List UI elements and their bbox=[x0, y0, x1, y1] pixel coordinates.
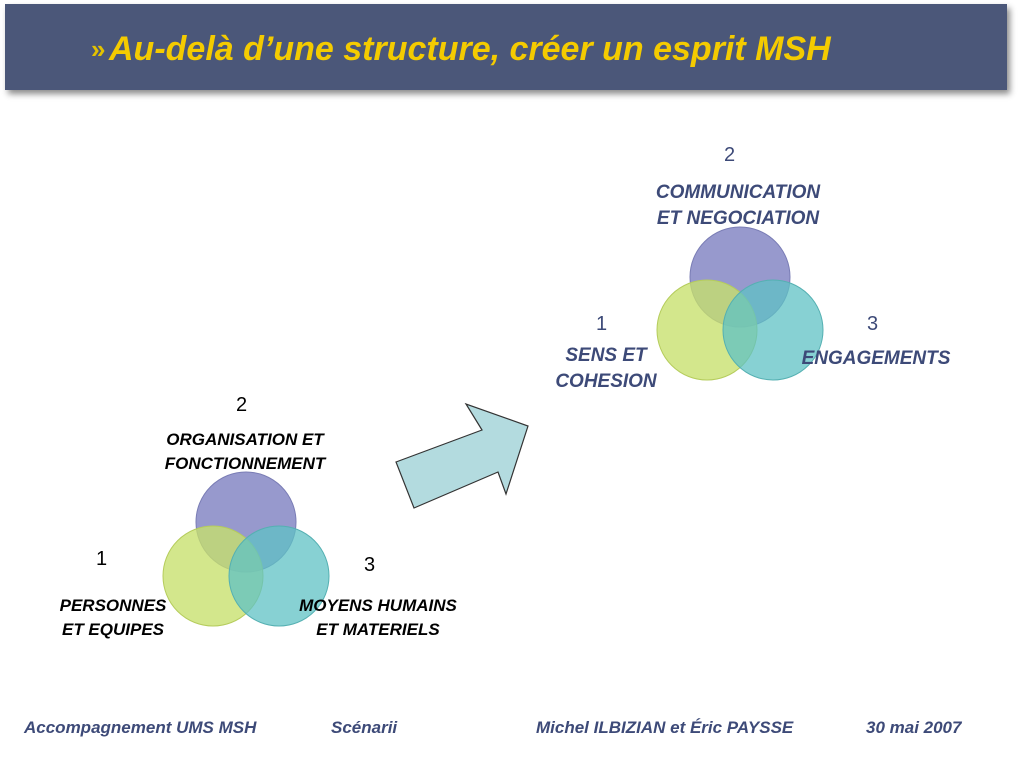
left-item1-label-line2: ET EQUIPES bbox=[61, 620, 165, 639]
right-item2-label-line1: COMMUNICATION bbox=[655, 182, 821, 203]
right-item1-label: SENS ET COHESION bbox=[540, 345, 672, 393]
right-item1-label-line1: SENS ET bbox=[565, 345, 647, 366]
footer-middle: Scénarii bbox=[331, 718, 398, 737]
left-item2-label-line1: ORGANISATION ET bbox=[166, 430, 324, 449]
left-item3-label-line2: ET MATERIELS bbox=[316, 620, 440, 639]
transition-arrow bbox=[395, 402, 529, 509]
right-item3-number: 3 bbox=[867, 313, 879, 335]
left-item1-label-line1: PERSONNES bbox=[59, 596, 167, 615]
left-item2-number: 2 bbox=[236, 394, 248, 416]
footer-authors: Michel ILBIZIAN et Éric PAYSSE bbox=[536, 718, 794, 737]
title-bullet-icon: » bbox=[91, 34, 106, 64]
right-item3-label: ENGAGEMENTS bbox=[780, 348, 972, 370]
left-item2-label-line2: FONCTIONNEMENT bbox=[164, 454, 326, 473]
left-item3-label: MOYENS HUMAINS ET MATERIELS bbox=[278, 596, 478, 640]
left-item2-label: ORGANISATION ET FONCTIONNEMENT bbox=[140, 430, 350, 474]
right-item1-number: 1 bbox=[596, 313, 608, 335]
left-item3-label-line1: MOYENS HUMAINS bbox=[299, 596, 457, 615]
slide-title: Au-delà d’une structure, créer un esprit… bbox=[109, 30, 831, 68]
right-circle-engagements bbox=[722, 279, 824, 381]
left-item1-number: 1 bbox=[96, 548, 108, 570]
footer-left: Accompagnement UMS MSH bbox=[24, 718, 257, 737]
left-item3-number: 3 bbox=[364, 554, 376, 576]
right-item3-label-line1: ENGAGEMENTS bbox=[801, 348, 951, 369]
left-circle-moyens bbox=[228, 525, 330, 627]
left-venn bbox=[162, 471, 330, 627]
footer-date: 30 mai 2007 bbox=[866, 718, 962, 737]
right-item2-number: 2 bbox=[724, 144, 736, 166]
right-venn bbox=[656, 226, 824, 381]
right-item1-label-line2: COHESION bbox=[555, 371, 657, 392]
left-item1-label: PERSONNES ET EQUIPES bbox=[38, 596, 188, 640]
right-item2-label-line2: ET NEGOCIATION bbox=[656, 208, 820, 229]
right-item2-label: COMMUNICATION ET NEGOCIATION bbox=[628, 182, 848, 230]
title-bar: » Au-delà d’une structure, créer un espr… bbox=[5, 4, 1007, 90]
